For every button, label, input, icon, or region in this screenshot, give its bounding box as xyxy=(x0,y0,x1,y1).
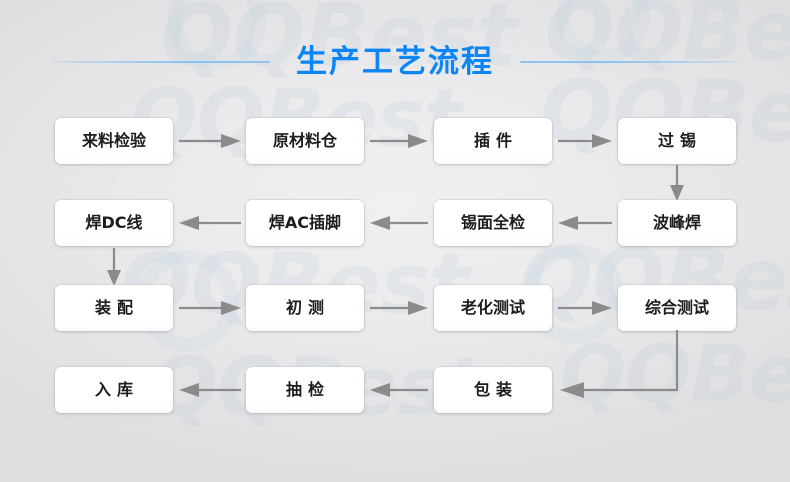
flow-node-ximianquanjian[interactable]: 锡面全检 xyxy=(434,200,552,246)
flow-node-label: 波峰焊 xyxy=(652,213,701,232)
flow-node-label: 老化测试 xyxy=(460,298,525,317)
arrow-left-icon xyxy=(370,382,428,398)
connector-guoxi-to-bofenghan xyxy=(669,165,685,201)
flow-node-zhuangpei[interactable]: 装配 xyxy=(55,285,173,331)
arrow-right-icon xyxy=(370,300,428,316)
flow-node-label: 插件 xyxy=(473,131,518,150)
flow-node-baozhuang[interactable]: 包装 xyxy=(434,367,552,413)
flow-node-label: 入库 xyxy=(94,380,139,399)
flow-node-zonghuoceshi[interactable]: 综合测试 xyxy=(618,285,736,331)
flow-node-label: 焊AC插脚 xyxy=(268,213,342,232)
title-rule-left xyxy=(52,61,270,63)
arrow-right-icon xyxy=(179,133,241,149)
flow-node-label: 包装 xyxy=(473,380,518,399)
arrow-right-icon xyxy=(370,133,428,149)
arrow-left-icon xyxy=(179,215,241,231)
page-header: 生产工艺流程 xyxy=(0,38,790,86)
flow-node-label: 原材料仓 xyxy=(272,131,337,150)
flow-node-handcxian[interactable]: 焊DC线 xyxy=(55,200,173,246)
flow-node-guoxi[interactable]: 过锡 xyxy=(618,118,736,164)
arrow-right-icon xyxy=(558,133,612,149)
title-rule-right xyxy=(520,61,738,63)
flow-node-label: 装配 xyxy=(94,298,139,317)
flow-node-label: 抽检 xyxy=(285,380,330,399)
flow-node-ruku[interactable]: 入库 xyxy=(55,367,173,413)
connector-zonghuoceshi-to-baozhuang xyxy=(560,330,690,400)
flow-node-laohuaceshi[interactable]: 老化测试 xyxy=(434,285,552,331)
arrow-right-icon xyxy=(179,300,241,316)
arrow-right-icon xyxy=(558,300,612,316)
flow-node-choujian[interactable]: 抽检 xyxy=(246,367,364,413)
flow-node-label: 焊DC线 xyxy=(85,213,143,232)
flow-node-label: 过锡 xyxy=(657,131,702,150)
flow-node-label: 来料检验 xyxy=(81,131,146,150)
arrow-left-icon xyxy=(179,382,241,398)
flow-node-label: 综合测试 xyxy=(644,298,709,317)
flow-node-chajian[interactable]: 插件 xyxy=(434,118,552,164)
flow-node-label: 锡面全检 xyxy=(460,213,525,232)
flow-node-hanacchajiao[interactable]: 焊AC插脚 xyxy=(246,200,364,246)
flow-node-chuce[interactable]: 初测 xyxy=(246,285,364,331)
flow-node-lailiaojianyan[interactable]: 来料检验 xyxy=(55,118,173,164)
connector-handcxian-to-zhuangpei xyxy=(106,248,122,286)
arrow-left-icon xyxy=(370,215,428,231)
arrow-left-icon xyxy=(558,215,612,231)
flow-node-label: 初测 xyxy=(285,298,330,317)
page-title: 生产工艺流程 xyxy=(296,43,494,80)
flow-node-yuancailiaocang[interactable]: 原材料仓 xyxy=(246,118,364,164)
flow-node-bofenghan[interactable]: 波峰焊 xyxy=(618,200,736,246)
